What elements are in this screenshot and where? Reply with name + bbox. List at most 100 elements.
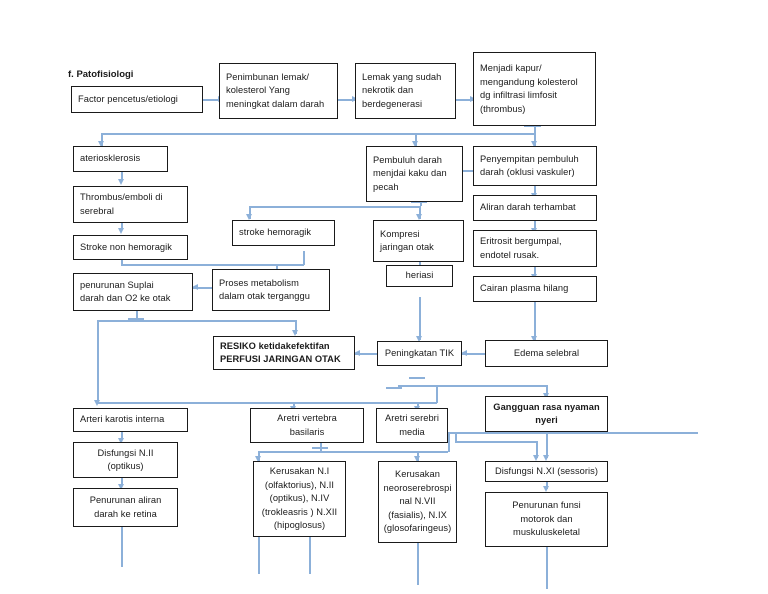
node-menjadi-kapur[interactable]: Menjadi kapur/ mengandung kolesterol dg … bbox=[473, 52, 596, 126]
node-eritrosit[interactable]: Eritrosit bergumpal, endotel rusak. bbox=[473, 230, 597, 267]
dash-mark-pembuluh bbox=[411, 201, 427, 203]
connector-heriasi-to-tik bbox=[419, 297, 421, 340]
node-stroke-non-hemoragik[interactable]: Stroke non hemoragik bbox=[73, 235, 188, 260]
node-label-line: muskuluskeletal bbox=[513, 527, 580, 538]
node-gangguan-nyaman-nyeri[interactable]: Gangguan rasa nyaman nyeri bbox=[485, 396, 608, 432]
connector-disfungsi2-to-retina bbox=[121, 478, 123, 486]
node-label-line: (thrombus) bbox=[480, 103, 526, 114]
connector-proses-to-penurunan bbox=[193, 287, 212, 289]
dangling-line-kerusakan-n1 bbox=[258, 537, 260, 574]
node-kerusakan-n1[interactable]: Kerusakan N.I (olfaktorius), N.II (optik… bbox=[253, 461, 346, 537]
arrowhead-kerusakan-neoro bbox=[414, 456, 420, 462]
node-thrombus-emboli[interactable]: Thrombus/emboli di serebral bbox=[73, 186, 188, 223]
node-cairan-plasma[interactable]: Cairan plasma hilang bbox=[473, 276, 597, 302]
dash-mark-penurunan bbox=[128, 318, 144, 320]
node-kerusakan-neoroserebrospinal[interactable]: Kerusakan neoroserebrospi nal N.VII (fas… bbox=[378, 461, 457, 543]
node-aretri-vertebra[interactable]: Aretri vertebra basilaris bbox=[250, 408, 364, 443]
node-label-line: menjdai kaku dan bbox=[373, 168, 447, 179]
node-label: ateriosklerosis bbox=[80, 153, 141, 164]
node-label-line: Penurunan aliran bbox=[89, 495, 162, 505]
node-stroke-hemoragik[interactable]: stroke hemoragik bbox=[232, 220, 335, 246]
branch-to-kompresi bbox=[419, 206, 421, 219]
node-disfungsi-n11[interactable]: Disfungsi N.XI (sessoris) bbox=[485, 461, 608, 482]
dangling-line-retina bbox=[121, 527, 123, 567]
node-lemak-nekrotik[interactable]: Lemak yang sudah nekrotik dan berdegener… bbox=[355, 63, 456, 119]
node-kompresi[interactable]: Kompresi jaringan otak bbox=[373, 220, 464, 262]
node-label-line: Disfungsi N.II bbox=[97, 447, 154, 458]
node-label-line: Penurunan funsi bbox=[512, 500, 581, 511]
connector-eritrosit-to-cairan bbox=[534, 267, 536, 276]
node-heriasi[interactable]: heriasi bbox=[386, 265, 453, 287]
node-pembuluh-darah-kaku[interactable]: Pembuluh darah menjdai kaku dan pecah bbox=[366, 146, 463, 202]
arrowhead-penyempitan bbox=[531, 141, 537, 147]
connector-aterio-to-thrombus bbox=[121, 172, 123, 181]
node-label-line: (trokleasris ) N.XII bbox=[261, 506, 338, 517]
dash-mark-tik-2 bbox=[386, 387, 402, 389]
branch-to-penyempitan bbox=[534, 133, 536, 146]
node-label: Arteri karotis interna bbox=[80, 414, 165, 425]
node-label-line: kolesterol Yang bbox=[226, 85, 290, 96]
node-aliran-terhambat[interactable]: Aliran darah terhambat bbox=[473, 195, 597, 221]
connector-penyempitan-to-aliran bbox=[534, 186, 536, 195]
node-proses-metabolism[interactable]: Proses metabolism dalam otak terganggu bbox=[212, 269, 330, 311]
node-label: stroke hemoragik bbox=[239, 227, 312, 238]
connector-karotis-to-disfungsi2 bbox=[121, 432, 123, 440]
node-aretri-serebri[interactable]: Aretri serebri media bbox=[376, 408, 448, 443]
node-penyempitan[interactable]: Penyempitan pembuluh darah (oklusi vasku… bbox=[473, 146, 597, 186]
node-label-line: darah dan O2 ke otak bbox=[80, 293, 171, 303]
branch-to-resiko bbox=[295, 320, 297, 334]
node-label-line: (fasialis), N.IX bbox=[388, 509, 447, 520]
node-label-line: (optikus), N.IV bbox=[269, 493, 330, 504]
bus-serebri-right bbox=[448, 432, 698, 434]
connector-cairan-to-edema bbox=[534, 302, 536, 340]
node-resiko-perfusi[interactable]: RESIKO ketidakefektifan PERFUSI JARINGAN… bbox=[213, 336, 355, 370]
node-label: Factor pencetus/etiologi bbox=[78, 93, 178, 104]
node-label-line: endotel rusak. bbox=[480, 249, 540, 260]
connector-edema-to-tik bbox=[462, 353, 485, 355]
node-label-line: Thrombus/emboli di bbox=[80, 192, 163, 202]
node-peningkatan-tik[interactable]: Peningkatan TIK bbox=[377, 341, 462, 366]
node-label-line: (hipoglosus) bbox=[273, 520, 326, 531]
connector-penurunan-down bbox=[136, 311, 138, 320]
connector-disfungsi11-to-motorik bbox=[546, 482, 548, 489]
arrowhead-disfungsi-n2 bbox=[118, 438, 124, 444]
node-label-line: jaringan otak bbox=[380, 242, 434, 252]
node-label-line: penurunan Suplai bbox=[80, 279, 154, 290]
diagram-caption: f. Patofisiologi bbox=[68, 69, 134, 80]
arrowhead-kerusakan-n1 bbox=[255, 456, 261, 462]
node-ateriosklerosis[interactable]: ateriosklerosis bbox=[73, 146, 168, 172]
node-label-line: Gangguan rasa nyaman bbox=[493, 401, 600, 412]
bus-strokes-to-proses bbox=[121, 264, 304, 266]
dash-mark-vertebra bbox=[312, 447, 328, 449]
node-label-line: nyeri bbox=[535, 415, 558, 425]
node-label-line: Aretri vertebra bbox=[277, 413, 337, 423]
node-label: Disfungsi N.XI (sessoris) bbox=[494, 465, 599, 476]
branch-to-pembuluh-kaku bbox=[415, 133, 417, 146]
arrowhead-resiko bbox=[292, 330, 298, 336]
node-label-line: Penyempitan pembuluh bbox=[480, 153, 579, 164]
connector-serebri-to-disfungsi11 bbox=[536, 441, 538, 458]
node-label-line: basilaris bbox=[289, 426, 325, 437]
node-arteri-karotis[interactable]: Arteri karotis interna bbox=[73, 408, 188, 432]
node-penurunan-suplai[interactable]: penurunan Suplai darah dan O2 ke otak bbox=[73, 273, 193, 311]
arrowhead-kompresi bbox=[416, 214, 422, 220]
connector-factor-to-penimbunan bbox=[203, 99, 220, 101]
node-label-line: Aretri serebri bbox=[385, 413, 439, 423]
connector-strokehem-down bbox=[303, 251, 305, 265]
node-penimbunan[interactable]: Penimbunan lemak/ kolesterol Yang mening… bbox=[219, 63, 338, 119]
node-penurunan-aliran-retina[interactable]: Penurunan aliran darah ke retina bbox=[73, 488, 178, 527]
node-factor-pencetus[interactable]: Factor pencetus/etiologi bbox=[71, 86, 203, 113]
node-label-line: darah ke retina bbox=[94, 508, 157, 519]
node-disfungsi-n2[interactable]: Disfungsi N.II (optikus) bbox=[73, 442, 178, 478]
bus-pembuluh-to-branches bbox=[249, 206, 421, 208]
node-edema-selebral[interactable]: Edema selebral bbox=[485, 340, 608, 367]
node-label-line: neoroserebrospi bbox=[383, 482, 452, 493]
node-label-line: Pembuluh darah bbox=[373, 154, 442, 165]
node-label-line: (glosofaringeus) bbox=[383, 523, 452, 534]
node-label-line: dalam otak terganggu bbox=[219, 291, 310, 301]
arrowhead-peningkatan-tik bbox=[416, 336, 422, 342]
arrowhead-penurunan-retina bbox=[118, 484, 124, 490]
node-label-line: (optikus) bbox=[107, 461, 144, 471]
node-penurunan-fungsi-motorik[interactable]: Penurunan funsi motorok dan muskuluskele… bbox=[485, 492, 608, 547]
